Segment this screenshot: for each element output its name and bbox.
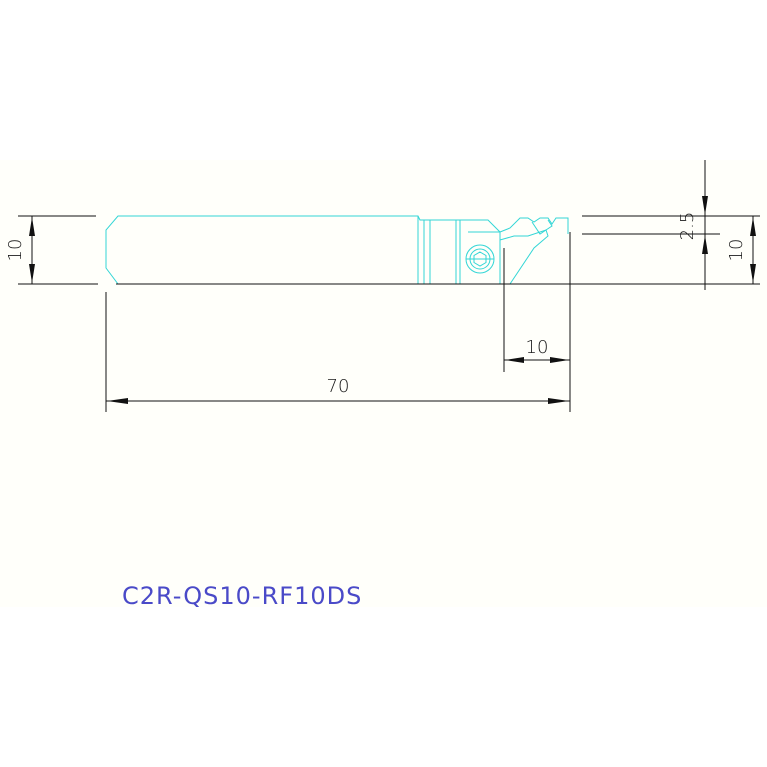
tool-holder-outline <box>105 215 569 285</box>
arrow-right-icon <box>548 398 569 404</box>
hex-socket-icon <box>473 251 487 267</box>
part-code-label: C2R-QS10-RF10DS <box>122 582 362 610</box>
head-lower-outline <box>499 229 549 285</box>
dim-right-height-label: 10 <box>726 239 747 262</box>
arrow-down-icon <box>29 264 35 283</box>
dim-offset-label: 2.5 <box>677 212 698 241</box>
arrow-right-icon <box>550 357 569 363</box>
dim-right-group: 2.5 10 <box>582 160 760 290</box>
arrow-down-icon <box>702 196 708 215</box>
arrow-down-icon <box>750 264 756 283</box>
arrow-left-icon <box>107 398 128 404</box>
dim-head-length: 10 <box>503 232 571 412</box>
arrow-left-icon <box>505 357 524 363</box>
dim-overall-length: 70 <box>105 292 570 412</box>
insert-outline <box>531 219 553 235</box>
dim-left-height: 10 <box>5 215 96 284</box>
dim-left-height-label: 10 <box>5 239 26 262</box>
arrow-up-icon <box>702 235 708 254</box>
arrow-up-icon <box>750 217 756 236</box>
dim-overall-length-label: 70 <box>327 376 350 397</box>
dim-head-length-label: 10 <box>526 337 549 358</box>
arrow-up-icon <box>29 217 35 236</box>
shank-outline <box>105 215 431 285</box>
